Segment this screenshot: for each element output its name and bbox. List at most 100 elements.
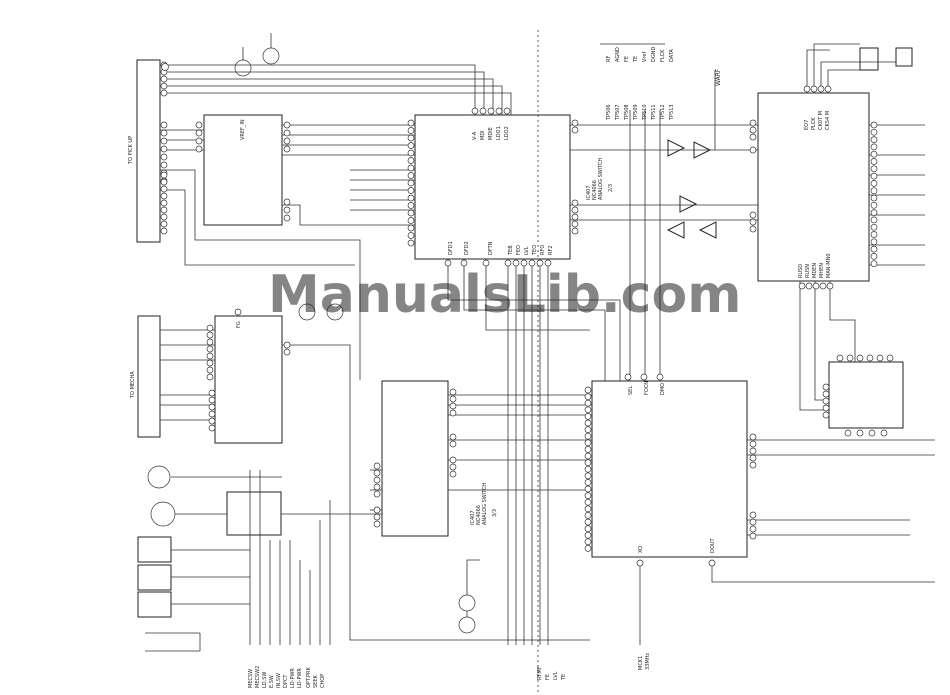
- rf-bottom-pin-label: LVL: [524, 246, 530, 255]
- pin-terminal: [749, 511, 757, 519]
- pin-terminal: [749, 218, 757, 226]
- pin-terminal: [160, 137, 168, 145]
- pin-terminal: [584, 472, 592, 480]
- pin-terminal: [407, 239, 415, 247]
- clock-freq: 33MHz: [645, 653, 651, 670]
- pin-terminal: [206, 352, 214, 360]
- pin-terminal: [870, 260, 878, 268]
- signal-label: TE: [561, 674, 567, 681]
- pin-terminal: [584, 479, 592, 486]
- pin-terminal: [449, 409, 457, 417]
- pin-terminal: [407, 134, 415, 142]
- small-ic: [828, 361, 904, 429]
- test-point-label: TP511: [651, 104, 657, 121]
- pin-terminal: [160, 121, 168, 129]
- dsp-ic: EO7 PLCK CK0T M CKS4 M RUSD RUSN MDEN MH…: [757, 92, 870, 282]
- signal-label: MECSW: [248, 669, 254, 688]
- driver-ic: [381, 380, 449, 537]
- test-point-label: TP509: [633, 104, 639, 121]
- pin-terminal: [749, 133, 757, 141]
- pin-terminal: [373, 506, 381, 514]
- switch-fraction: 3/3: [492, 509, 498, 517]
- pin-terminal: [449, 433, 457, 441]
- pin-terminal: [810, 85, 818, 93]
- rf-pin-label: LDO1: [496, 126, 502, 140]
- pin-terminal: [160, 192, 168, 200]
- signal-label: DPCT: [283, 674, 289, 688]
- test-signal-label: FLCK: [660, 49, 666, 62]
- pin-terminal: [817, 85, 825, 93]
- pin-terminal: [844, 429, 852, 437]
- pin-terminal: [160, 171, 168, 179]
- switch-part: NC4066: [476, 505, 482, 525]
- dsp-bottom-pin: RUSN: [805, 264, 811, 278]
- signal-label: OPT.PRK: [306, 667, 312, 688]
- pin-terminal: [749, 447, 757, 455]
- diode-component: [895, 47, 913, 67]
- pin-terminal: [512, 259, 520, 267]
- signal-label: E.SW: [269, 675, 275, 688]
- pin-terminal: [584, 446, 592, 453]
- pin-terminal: [822, 383, 830, 391]
- servo-ic: SEL FOCN DMO XO DOUT: [591, 380, 748, 558]
- wire-bundle: [145, 30, 935, 695]
- pin-terminal: [407, 157, 415, 164]
- pin-terminal: [640, 373, 648, 381]
- rf-bottom-pin-label: RF2: [548, 245, 554, 255]
- switch-name: ANALOG SWITCH: [598, 158, 604, 200]
- pin-terminal: [584, 531, 592, 539]
- pin-terminal: [870, 194, 878, 202]
- pin-terminal: [584, 545, 592, 552]
- pin-terminal: [584, 518, 592, 526]
- pin-terminal: [544, 259, 552, 267]
- pin-terminal: [160, 213, 168, 221]
- pin-terminal: [870, 238, 878, 246]
- motor-symbol: [150, 501, 176, 527]
- pin-terminal: [749, 126, 757, 134]
- test-point-label: TP506: [606, 104, 612, 121]
- pin-terminal: [870, 231, 878, 238]
- right-bottom-signal-labels: RFMF FE LVL TE: [537, 666, 567, 681]
- pin-terminal: [373, 476, 381, 484]
- pin-terminal: [208, 389, 216, 397]
- pin-terminal: [876, 354, 884, 362]
- pin-terminal: [449, 463, 457, 471]
- pin-terminal: [749, 225, 757, 233]
- small-component: [859, 47, 879, 71]
- pin-terminal: [407, 217, 415, 224]
- pin-terminal: [812, 282, 820, 290]
- jack-symbol: [262, 47, 280, 65]
- switch-part: NC4066: [592, 180, 598, 200]
- pin-terminal: [749, 532, 757, 540]
- clock-labels: MCK1 33MHz: [638, 653, 651, 670]
- warf-label: WARF: [715, 68, 722, 86]
- pin-terminal: [819, 282, 827, 290]
- opamp-group: [666, 139, 717, 239]
- pin-terminal: [195, 121, 203, 129]
- servo-pin-label: DMO: [660, 383, 666, 395]
- pin-terminal: [868, 429, 876, 437]
- pin-terminal: [283, 206, 291, 214]
- test-signal-label: Vref: [642, 52, 648, 62]
- rf-bottom-pin-label: TEB: [508, 245, 514, 256]
- pin-terminal: [444, 259, 452, 267]
- pin-terminal: [160, 129, 168, 137]
- pin-terminal: [161, 63, 169, 71]
- pin-terminal: [160, 199, 168, 207]
- pin-terminal: [822, 390, 830, 398]
- rf-bottom-pin-label: RFO: [540, 245, 546, 255]
- pin-terminal: [584, 432, 592, 440]
- switch-ref: IC407: [470, 510, 476, 525]
- pin-terminal: [584, 393, 592, 400]
- pin-terminal: [283, 198, 291, 206]
- pin-terminal: [571, 206, 579, 214]
- pin-terminal: [407, 164, 415, 172]
- test-point-label: TP507: [615, 104, 621, 121]
- pin-terminal: [407, 127, 415, 134]
- pin-terminal: [870, 150, 878, 158]
- pin-terminal: [373, 483, 381, 491]
- pin-terminal: [160, 75, 168, 83]
- pin-terminal: [206, 366, 214, 374]
- pin-terminal: [407, 172, 415, 179]
- pin-terminal: [449, 402, 457, 410]
